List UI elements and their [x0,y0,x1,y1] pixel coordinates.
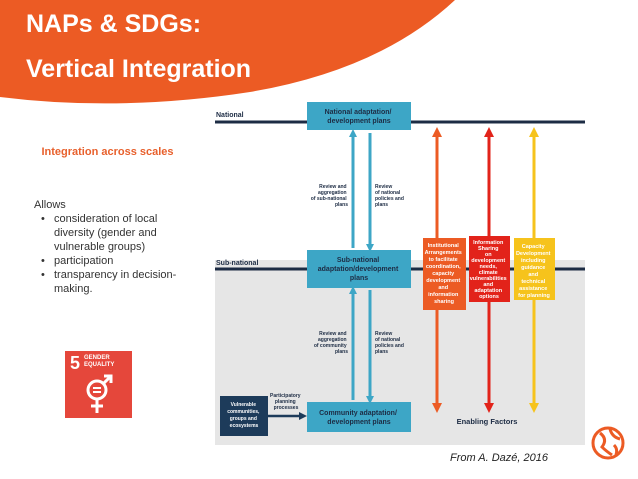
bullet-item: participation [41,254,199,268]
bullet-item: transparency in decision-making. [41,268,199,296]
box-institutional-text: Institutional Arrangements to facilitate… [425,243,464,305]
sdg-label: GENDER EQUALITY [84,355,114,369]
sdg-badge: 5 GENDER EQUALITY [65,351,132,418]
box-capacity [514,238,555,300]
box-information-text: Information Sharing on development needs… [470,240,509,300]
label-review-up-top: Review and aggregation of sub-national p… [311,184,348,208]
box-institutional [423,238,466,310]
allows-block: Allows consideration of local diversity … [34,198,199,296]
sdg-label-line2: EQUALITY [84,362,115,368]
label-review-down-bottom: Review of national policies and plans [375,331,405,355]
level-national-label: National [216,112,244,119]
box-vulnerable-communities [220,396,268,436]
sdg-label-line1: GENDER [84,355,110,361]
allows-list: consideration of local diversity (gender… [34,212,199,296]
box-capacity-text: Capacity Development including guidance … [516,244,552,299]
enabling-factors-label: Enabling Factors [457,417,518,426]
label-review-down-top: Review of national policies and plans [375,184,405,208]
header-banner [0,0,455,104]
slide-title-line2: Vertical Integration [26,55,252,83]
level-subnational-label: Sub-national [216,260,258,267]
subheading: Integration across scales [41,146,174,158]
box-subnational-text: Sub-national adaptation/development plan… [318,257,400,282]
vertical-integration-diagram: National Sub-national National adaptatio… [215,102,585,445]
allows-label: Allows [34,199,66,211]
box-information [469,236,510,302]
globe-logo-icon [591,426,625,460]
box-national-text: National adaptation/ development plans [325,109,394,125]
slide-title-line1: NAPs & SDGs: [26,10,202,38]
box-vulnerable-text: Vulnerable communities, groups and ecosy… [227,402,261,429]
credit-text: From A. Dazé, 2016 [449,452,548,464]
box-national-plans [307,102,411,130]
label-review-up-bottom: Review and aggregation of community plan… [314,331,348,355]
gender-equality-icon [86,374,113,413]
box-community-text: Community adaptation/ development plans [319,410,399,426]
label-participatory: Participatory planning processes [270,393,302,411]
box-community-plans [307,402,411,432]
sdg-number: 5 [70,353,81,373]
bullet-item: consideration of local diversity (gender… [41,212,199,254]
box-subnational-plans [307,250,411,288]
